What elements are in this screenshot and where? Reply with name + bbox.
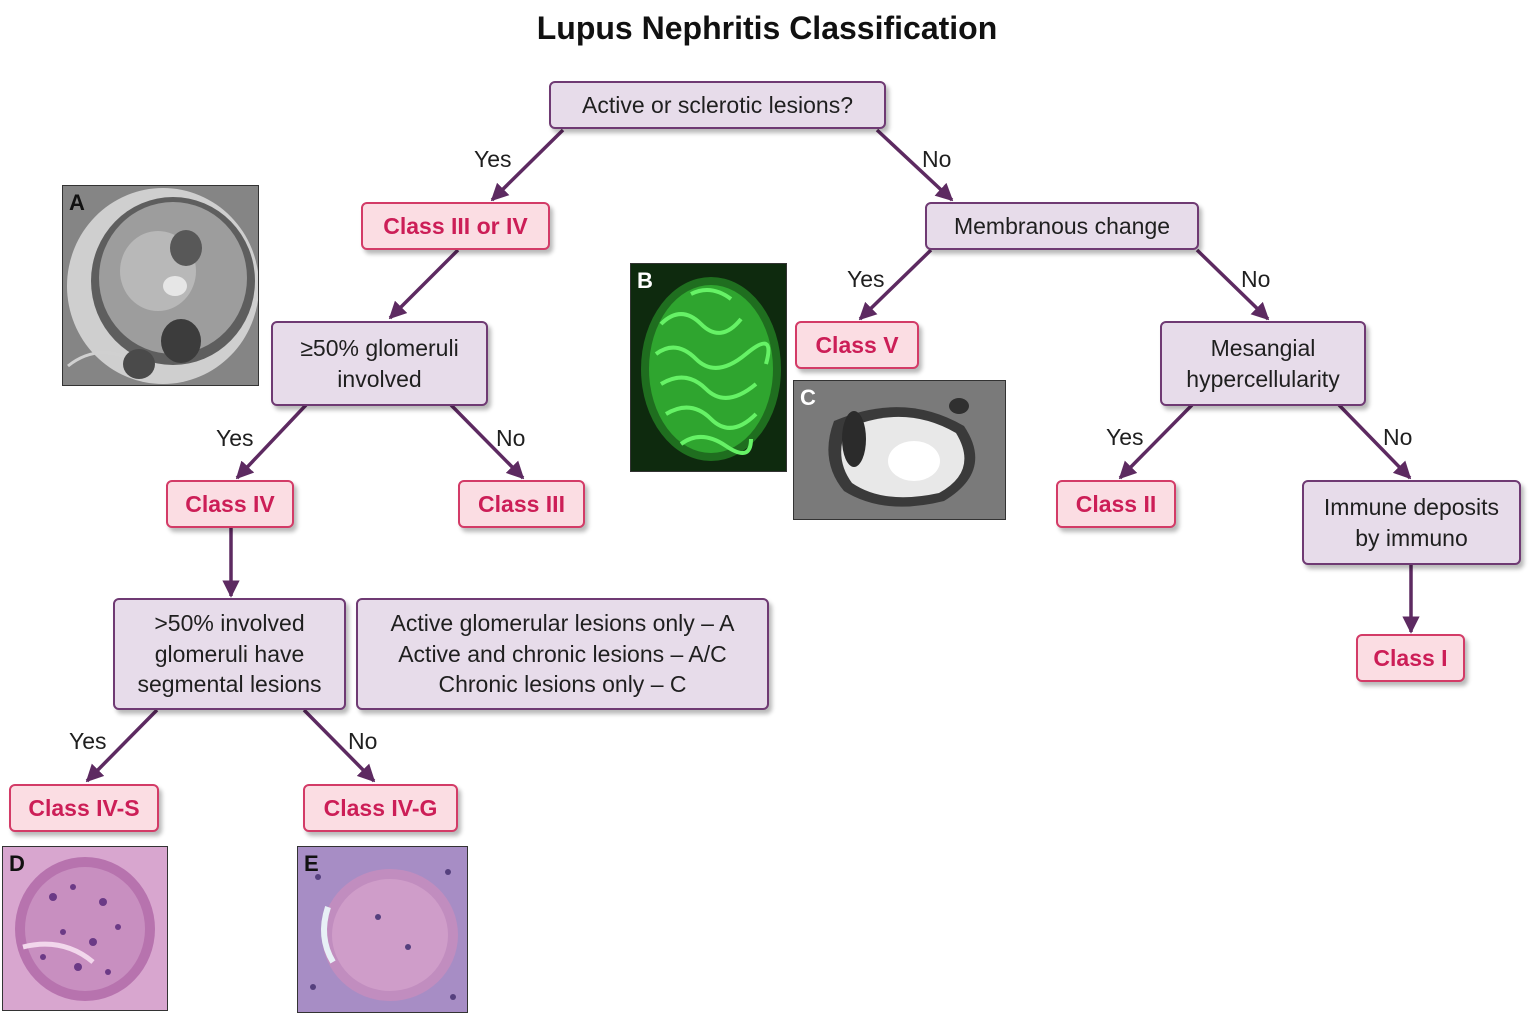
arrow-mesangial-no — [1337, 403, 1412, 480]
class-ii: Class II — [1056, 480, 1176, 528]
arrow-segmental-no — [302, 708, 376, 783]
arrow-segmental-yes — [85, 708, 159, 783]
arrow-glomeruli-no — [449, 403, 525, 480]
node-activity-legend: Active glomerular lesions only – A Activ… — [356, 598, 769, 710]
edge-label-glomeruli-no: No — [496, 425, 526, 451]
node-line: segmental lesions — [137, 671, 322, 698]
node-line: by immuno — [1355, 524, 1468, 551]
panel-label-d: D — [9, 851, 25, 876]
micrograph-panel-b: B — [630, 263, 787, 472]
micrograph-panel-c: C — [793, 380, 1006, 520]
micrograph-panel-e: E — [297, 846, 468, 1013]
node-line: Chronic lesions only – C — [438, 671, 687, 698]
histology-e-image — [298, 847, 467, 1012]
electron-micrograph-a-image — [63, 186, 258, 385]
edge-label-membranous-yes: Yes — [847, 266, 885, 292]
arrow-membranous-yes — [858, 248, 933, 321]
class-i: Class I — [1356, 634, 1465, 682]
panel-label-c: C — [800, 385, 816, 410]
node-membranous-change: Membranous change — [925, 202, 1199, 250]
edge-label-mesangial-yes: Yes — [1106, 424, 1144, 450]
node-line: hypercellularity — [1186, 365, 1340, 392]
edge-label-segmental-no: No — [348, 728, 378, 754]
edge-label-membranous-no: No — [1241, 266, 1271, 292]
arrow-glomeruli-yes — [235, 403, 308, 480]
edge-label-mesangial-no: No — [1383, 424, 1413, 450]
node-segmental-lesions: >50% involved glomeruli have segmental l… — [113, 598, 346, 710]
edge-label-segmental-yes: Yes — [69, 728, 107, 754]
node-line: involved — [337, 365, 422, 392]
arrow-root-yes — [490, 128, 565, 202]
node-immune-deposits: Immune deposits by immuno — [1302, 480, 1521, 565]
node-line: glomeruli have — [154, 640, 305, 667]
node-mesangial-hypercellularity: Mesangial hypercellularity — [1160, 321, 1366, 406]
panel-label-a: A — [69, 190, 85, 215]
node-line: Active glomerular lesions only – A — [390, 610, 735, 637]
node-glomeruli-50: ≥50% glomeruli involved — [271, 321, 488, 406]
class-v: Class V — [795, 321, 919, 369]
arrow-membranous-no — [1195, 248, 1270, 321]
edge-label-glomeruli-yes: Yes — [216, 425, 254, 451]
node-line: Active or sclerotic lesions? — [582, 91, 853, 118]
class-iii: Class III — [458, 480, 585, 528]
arrow-root-no — [875, 128, 954, 202]
class-iii-or-iv: Class III or IV — [361, 202, 550, 250]
edge-label-root-no: No — [922, 146, 952, 172]
diagram-title: Lupus Nephritis Classification — [536, 10, 998, 46]
node-line: Immune deposits — [1323, 494, 1500, 521]
class-iv: Class IV — [166, 480, 294, 528]
panel-label-b: B — [637, 268, 653, 293]
node-line: Mesangial — [1210, 335, 1316, 362]
class-iv-s: Class IV-S — [9, 784, 159, 832]
node-line: Membranous change — [953, 212, 1171, 239]
arrow-mesangial-yes — [1118, 403, 1194, 480]
class-iv-g: Class IV-G — [303, 784, 458, 832]
node-active-or-sclerotic: Active or sclerotic lesions? — [549, 81, 886, 129]
histology-d-image — [3, 847, 167, 1010]
panel-label-e: E — [304, 851, 319, 876]
node-line: >50% involved — [154, 610, 305, 637]
micrograph-panel-d: D — [2, 846, 168, 1011]
electron-micrograph-c-image — [794, 381, 1005, 519]
arrow-class34-glomeruli — [388, 248, 460, 320]
micrograph-panel-a: A — [62, 185, 259, 386]
node-line: ≥50% glomeruli — [300, 335, 459, 362]
immunofluorescence-b-image — [631, 264, 786, 471]
node-line: Active and chronic lesions – A/C — [398, 640, 727, 667]
edge-label-root-yes: Yes — [474, 146, 512, 172]
